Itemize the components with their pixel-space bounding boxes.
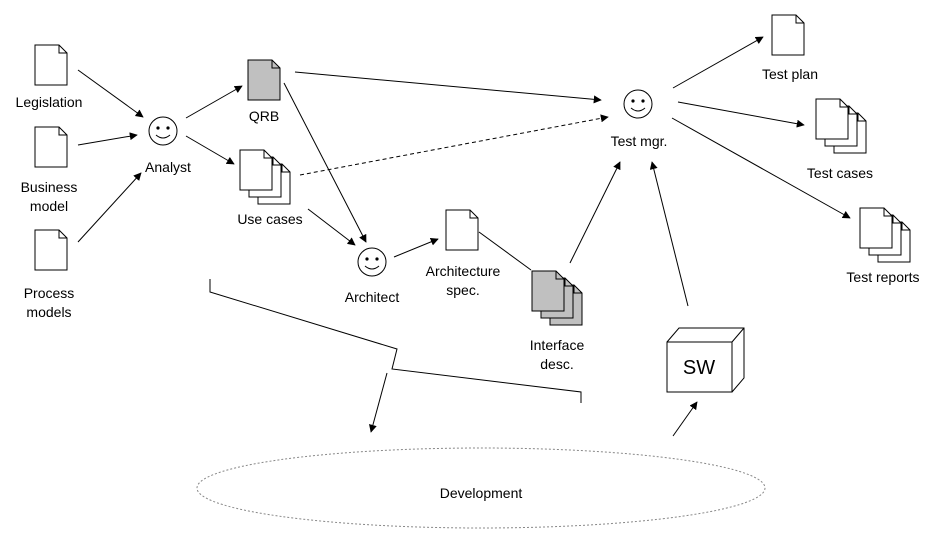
- qrb-doc-icon: [247, 59, 281, 101]
- arrow-testmgr-testcases: [677, 101, 805, 128]
- arrow-testmgr-testreports: [671, 117, 851, 219]
- arrow-business-analyst: [77, 132, 138, 146]
- arrow-analyst-usecases: [185, 135, 235, 165]
- arrow-brace-development: [369, 372, 388, 433]
- use-cases-label: Use cases: [237, 211, 303, 227]
- brace-bracket: [209, 279, 582, 403]
- arrow-usecases-architect: [307, 208, 356, 246]
- business-model-label: Business model: [20, 179, 78, 214]
- arrow-qrb-architect: [283, 82, 367, 243]
- arrow-process-analyst: [77, 172, 142, 243]
- arrow-sw-testmgr: [649, 161, 689, 307]
- arrow-analyst-qrb: [185, 85, 243, 119]
- test-plan-label: Test plan: [761, 66, 819, 82]
- use-cases-doc-stack-icon: [239, 149, 291, 205]
- development-label: Development: [439, 485, 523, 501]
- test-cases-label: Test cases: [806, 165, 874, 181]
- test-mgr-label: Test mgr.: [610, 133, 668, 149]
- sw-box-icon: [666, 327, 745, 393]
- architect-smiley-icon: [357, 247, 387, 277]
- business-model-doc-icon: [34, 126, 68, 168]
- architecture-spec-doc-icon: [445, 209, 479, 251]
- arrow-architect-archspec: [393, 238, 439, 258]
- architect-label: Architect: [344, 289, 400, 305]
- process-models-doc-icon: [34, 229, 68, 271]
- process-models-label: Process models: [23, 285, 75, 320]
- interface-desc-doc-stack-icon: [531, 270, 583, 326]
- test-reports-doc-stack-icon: [859, 207, 911, 263]
- test-plan-doc-icon: [771, 14, 805, 56]
- qrb-label: QRB: [248, 108, 280, 124]
- arrow-qrb-testmgr: [294, 71, 602, 104]
- test-cases-doc-stack-icon: [815, 98, 867, 154]
- interface-desc-label: Interface desc.: [529, 337, 585, 372]
- arrow-testmgr-testplan: [672, 36, 764, 89]
- architecture-spec-label: Architecture spec.: [425, 263, 501, 298]
- legislation-doc-icon: [34, 44, 68, 86]
- test-mgr-smiley-icon: [623, 89, 653, 119]
- analyst-label: Analyst: [145, 159, 191, 175]
- legislation-label: Legislation: [15, 94, 83, 110]
- sw-label: SW: [683, 357, 715, 379]
- analyst-smiley-icon: [148, 116, 178, 146]
- arrow-legislation-analyst: [77, 69, 144, 118]
- arrow-development-sw: [672, 401, 698, 437]
- development-ellipse: [196, 447, 766, 529]
- line-archspec-interface: [478, 231, 532, 271]
- test-reports-label: Test reports: [846, 269, 920, 285]
- arrow-interface-testmgr: [569, 161, 621, 264]
- arrow-usecases-testmgr-dashed: [299, 114, 609, 176]
